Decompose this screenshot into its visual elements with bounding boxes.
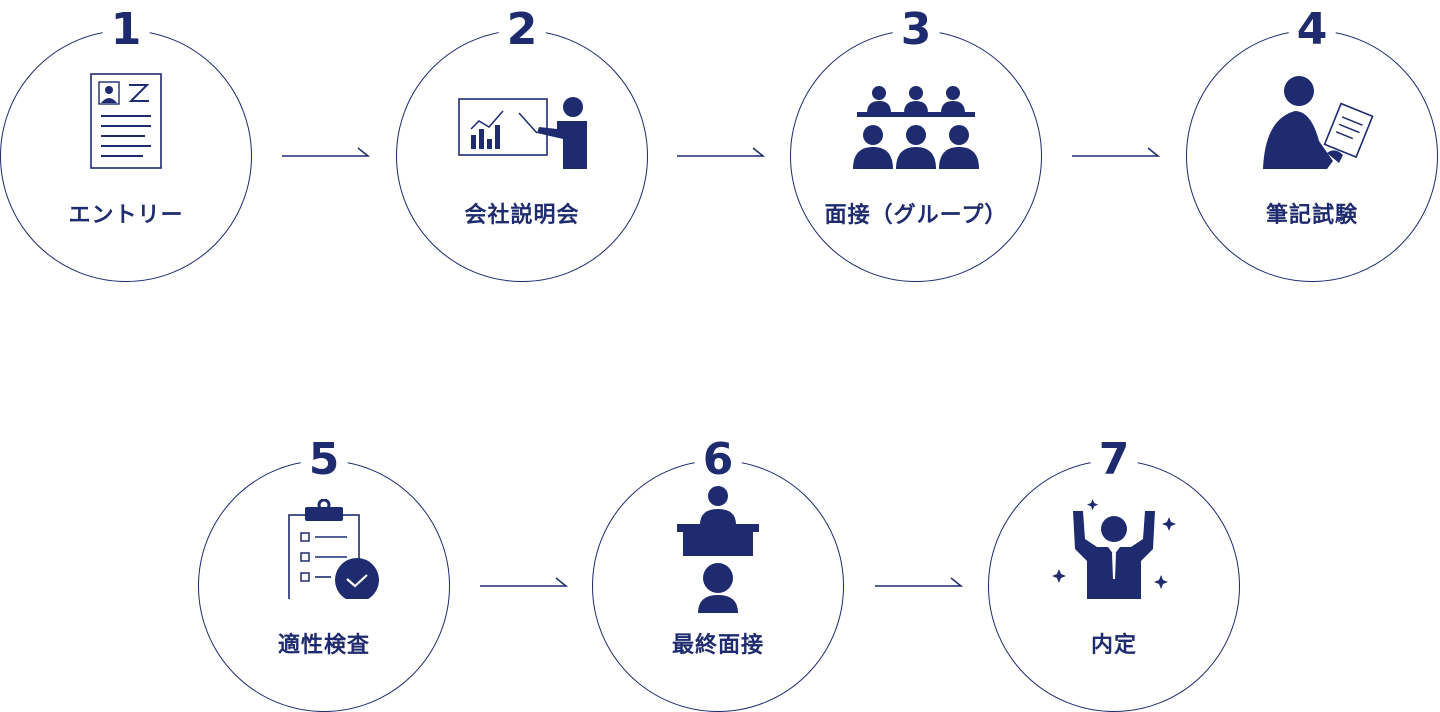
entry-sheet-icon (61, 69, 191, 169)
step-number: 6 (694, 435, 742, 485)
final-interview-icon (653, 485, 783, 615)
arrow-right-icon (282, 146, 370, 166)
step-number: 5 (300, 435, 348, 485)
writing-exam-icon (1247, 69, 1377, 169)
step-number: 4 (1288, 5, 1336, 55)
step-1-circle: 1 エントリー (0, 5, 252, 282)
step-label: 面接（グループ） (824, 203, 1008, 228)
step-number: 7 (1090, 435, 1138, 485)
step-6-circle: 6 最終面接 (592, 435, 844, 712)
step-label: エントリー (68, 203, 184, 228)
arrow-right-icon (480, 576, 568, 596)
step-label: 会社説明会 (464, 203, 580, 228)
step-3-circle: 3 面接（グループ） (790, 5, 1042, 282)
step-7-circle: 7 内定 (988, 435, 1240, 712)
step-2-circle: 2 会社説明会 (396, 5, 648, 282)
presentation-icon (457, 69, 587, 169)
celebration-icon (1049, 499, 1179, 599)
step-4-circle: 4 筆記試験 (1186, 5, 1438, 282)
step-label: 最終面接 (671, 633, 764, 658)
arrow-right-icon (1072, 146, 1160, 166)
group-interview-icon (851, 69, 981, 169)
step-5-circle: 5 適性検査 (198, 435, 450, 712)
step-number: 2 (498, 5, 546, 55)
step-label: 内定 (1090, 633, 1137, 658)
clipboard-check-icon (259, 499, 389, 599)
step-label: 筆記試験 (1265, 203, 1358, 228)
step-label: 適性検査 (277, 633, 370, 658)
step-number: 3 (892, 5, 940, 55)
arrow-right-icon (677, 146, 765, 166)
step-number: 1 (102, 5, 150, 55)
arrow-right-icon (875, 576, 963, 596)
